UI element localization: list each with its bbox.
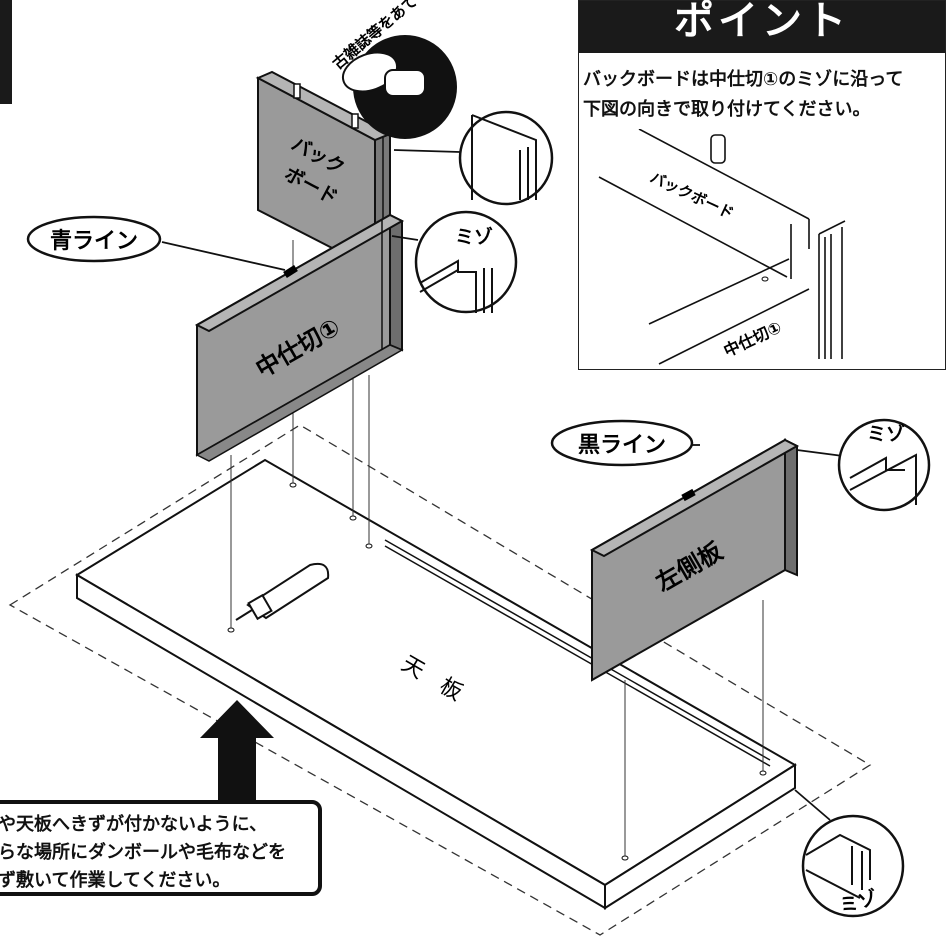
groove-detail-side (837, 418, 931, 512)
blue-line-label: 青ライン (50, 229, 138, 254)
notice-line-1: や天板へきずが付かないように、 (0, 814, 268, 835)
point-box: ポイント バックボードは中仕切①のミゾに沿って 下図の向きで取り付けてください。 (578, 0, 946, 370)
point-text: バックボードは中仕切①のミゾに沿って 下図の向きで取り付けてください。 (583, 65, 903, 125)
groove-detail-partition (414, 210, 518, 314)
detail-partition-label: 中仕切① (721, 317, 785, 360)
top-board (75, 458, 797, 910)
groove-detail-back (458, 110, 554, 206)
detail-back-label: バックボード (647, 168, 736, 222)
arrow-up-icon (200, 700, 274, 800)
mat-outline (8, 424, 872, 936)
notice-line-3: ず敷いて作業してください。 (0, 870, 231, 891)
callout-lines (161, 149, 844, 821)
corner-tab (0, 0, 12, 104)
point-title: ポイント (579, 1, 945, 53)
black-line-label: 黒ライン (578, 433, 666, 458)
point-line-2: 下図の向きで取り付けてください。 (583, 99, 871, 120)
notice-line-2: らな場所にダンボールや毛布などを (0, 842, 286, 863)
blue-line-pill (26, 215, 162, 263)
dowel-guides (230, 240, 764, 856)
partition-panel (194, 213, 405, 462)
left-side-panel (589, 438, 800, 682)
point-detail-drawing: バックボード 中仕切① (598, 129, 846, 365)
glue-tube-icon (235, 562, 330, 621)
groove-label-2: ミゾ (867, 423, 905, 445)
groove-detail-bottom (801, 814, 905, 918)
groove-label-1: ミゾ (455, 226, 493, 248)
hammer-icon (341, 35, 457, 139)
notice-box: や天板へきずが付かないように、 らな場所にダンボールや毛布などを ず敷いて作業し… (0, 800, 322, 896)
black-line-pill (550, 419, 694, 467)
point-line-1: バックボードは中仕切①のミゾに沿って (583, 69, 904, 90)
